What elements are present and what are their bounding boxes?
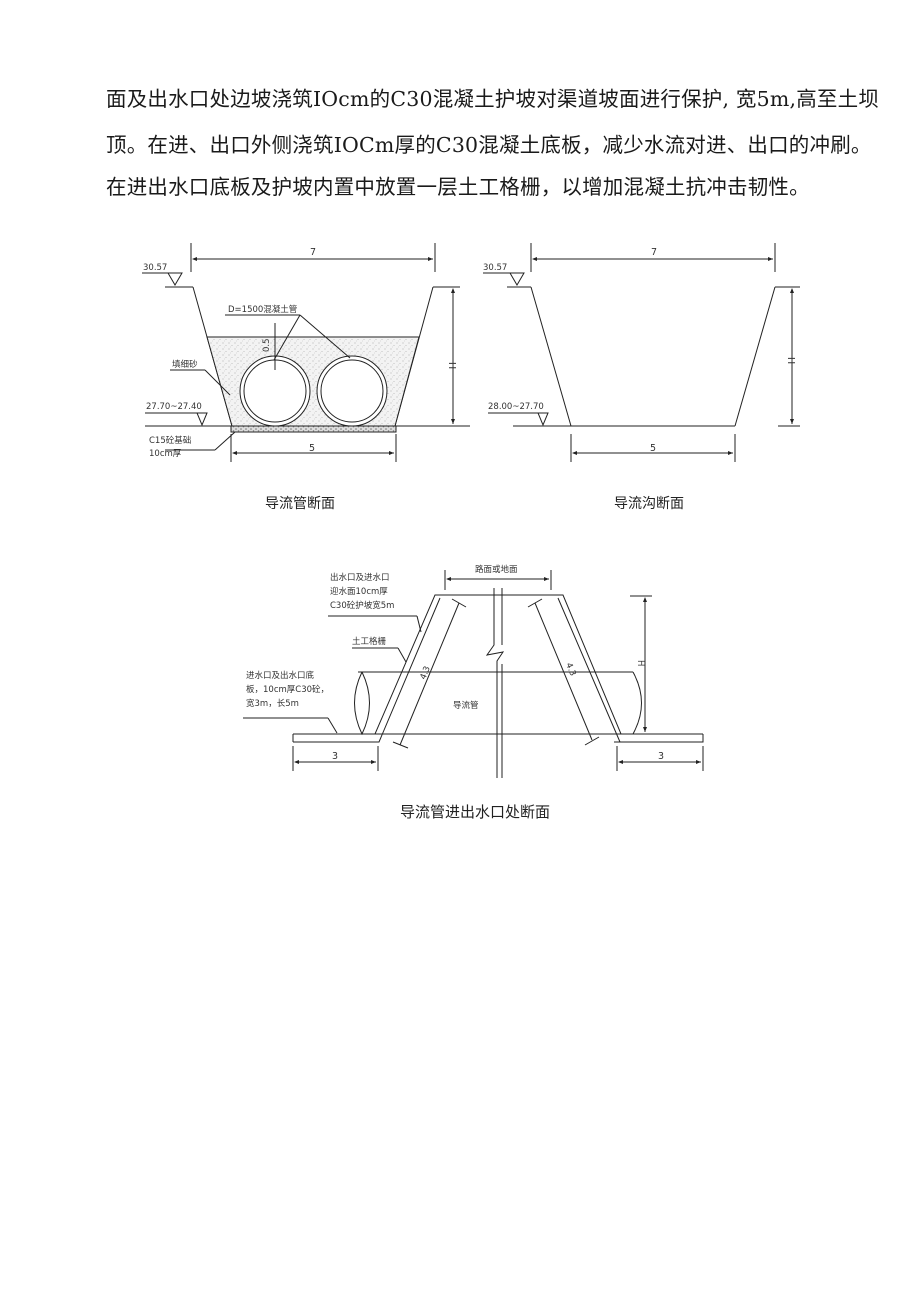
svg-text:0.5: 0.5 bbox=[262, 338, 272, 352]
svg-text:7: 7 bbox=[651, 247, 657, 258]
svg-text:30.57: 30.57 bbox=[483, 263, 507, 273]
channel-section-drawing bbox=[483, 243, 800, 462]
svg-text:4.3: 4.3 bbox=[563, 661, 577, 677]
svg-text:4.3: 4.3 bbox=[419, 665, 433, 681]
svg-text:H: H bbox=[785, 357, 796, 364]
svg-text:土工格栅: 土工格栅 bbox=[352, 636, 387, 647]
inlet-section-labels: 路面或地面 出水口及进水口 迎水面10cm厚 C30砼护坡宽5m 土工格栅 进水… bbox=[246, 564, 664, 762]
svg-text:3: 3 bbox=[332, 751, 338, 762]
body-paragraph-line-2: 顶。在进、出口外侧浇筑IOCm厚的C30混凝土底板，减少水流对进、出口的冲刷。 bbox=[106, 133, 872, 157]
svg-text:27.70~27.40: 27.70~27.40 bbox=[146, 402, 202, 412]
svg-text:5: 5 bbox=[309, 443, 315, 454]
svg-text:5: 5 bbox=[650, 443, 656, 454]
pipe-section-drawing bbox=[142, 243, 470, 462]
pipe-section-labels: 7 30.57 D=1500混凝土管 0.5 填细砂 27.70~27.40 C… bbox=[143, 247, 457, 459]
svg-text:进水口及出水口底: 进水口及出水口底 bbox=[246, 670, 315, 681]
svg-text:出水口及进水口: 出水口及进水口 bbox=[330, 572, 390, 583]
pipe-section-caption: 导流管断面 bbox=[265, 496, 335, 512]
body-paragraph-line-3: 在进出水口底板及护坡内置中放置一层土工格栅，以增加混凝土抗冲击韧性。 bbox=[106, 175, 810, 199]
svg-text:D=1500混凝土管: D=1500混凝土管 bbox=[228, 304, 297, 315]
svg-text:C15砼基础: C15砼基础 bbox=[149, 435, 191, 446]
svg-text:C30砼护坡宽5m: C30砼护坡宽5m bbox=[330, 600, 394, 611]
svg-text:板，10cm厚C30砼，: 板，10cm厚C30砼， bbox=[246, 684, 329, 695]
svg-text:路面或地面: 路面或地面 bbox=[475, 564, 518, 575]
svg-text:H: H bbox=[635, 660, 645, 666]
inlet-section-caption: 导流管进出水口处断面 bbox=[400, 803, 551, 821]
svg-text:30.57: 30.57 bbox=[143, 263, 167, 273]
svg-text:10cm厚: 10cm厚 bbox=[149, 449, 182, 459]
svg-text:H: H bbox=[446, 362, 457, 369]
channel-section-labels: 7 30.57 28.00~27.70 H 5 bbox=[483, 247, 796, 454]
svg-text:28.00~27.70: 28.00~27.70 bbox=[488, 402, 544, 412]
svg-text:3: 3 bbox=[658, 751, 664, 762]
svg-text:迎水面10cm厚: 迎水面10cm厚 bbox=[330, 586, 388, 597]
inlet-section-drawing bbox=[243, 570, 704, 778]
svg-text:宽3m，长5m: 宽3m，长5m bbox=[246, 698, 299, 709]
svg-text:7: 7 bbox=[310, 247, 316, 258]
body-paragraph-line-1: 面及出水口处边坡浇筑IOcm的C30混凝土护坡对渠道坡面进行保护, 宽5m,高至… bbox=[106, 87, 880, 111]
channel-section-caption: 导流沟断面 bbox=[614, 496, 684, 512]
svg-text:填细砂: 填细砂 bbox=[172, 359, 198, 370]
svg-text:导流管: 导流管 bbox=[453, 700, 479, 711]
